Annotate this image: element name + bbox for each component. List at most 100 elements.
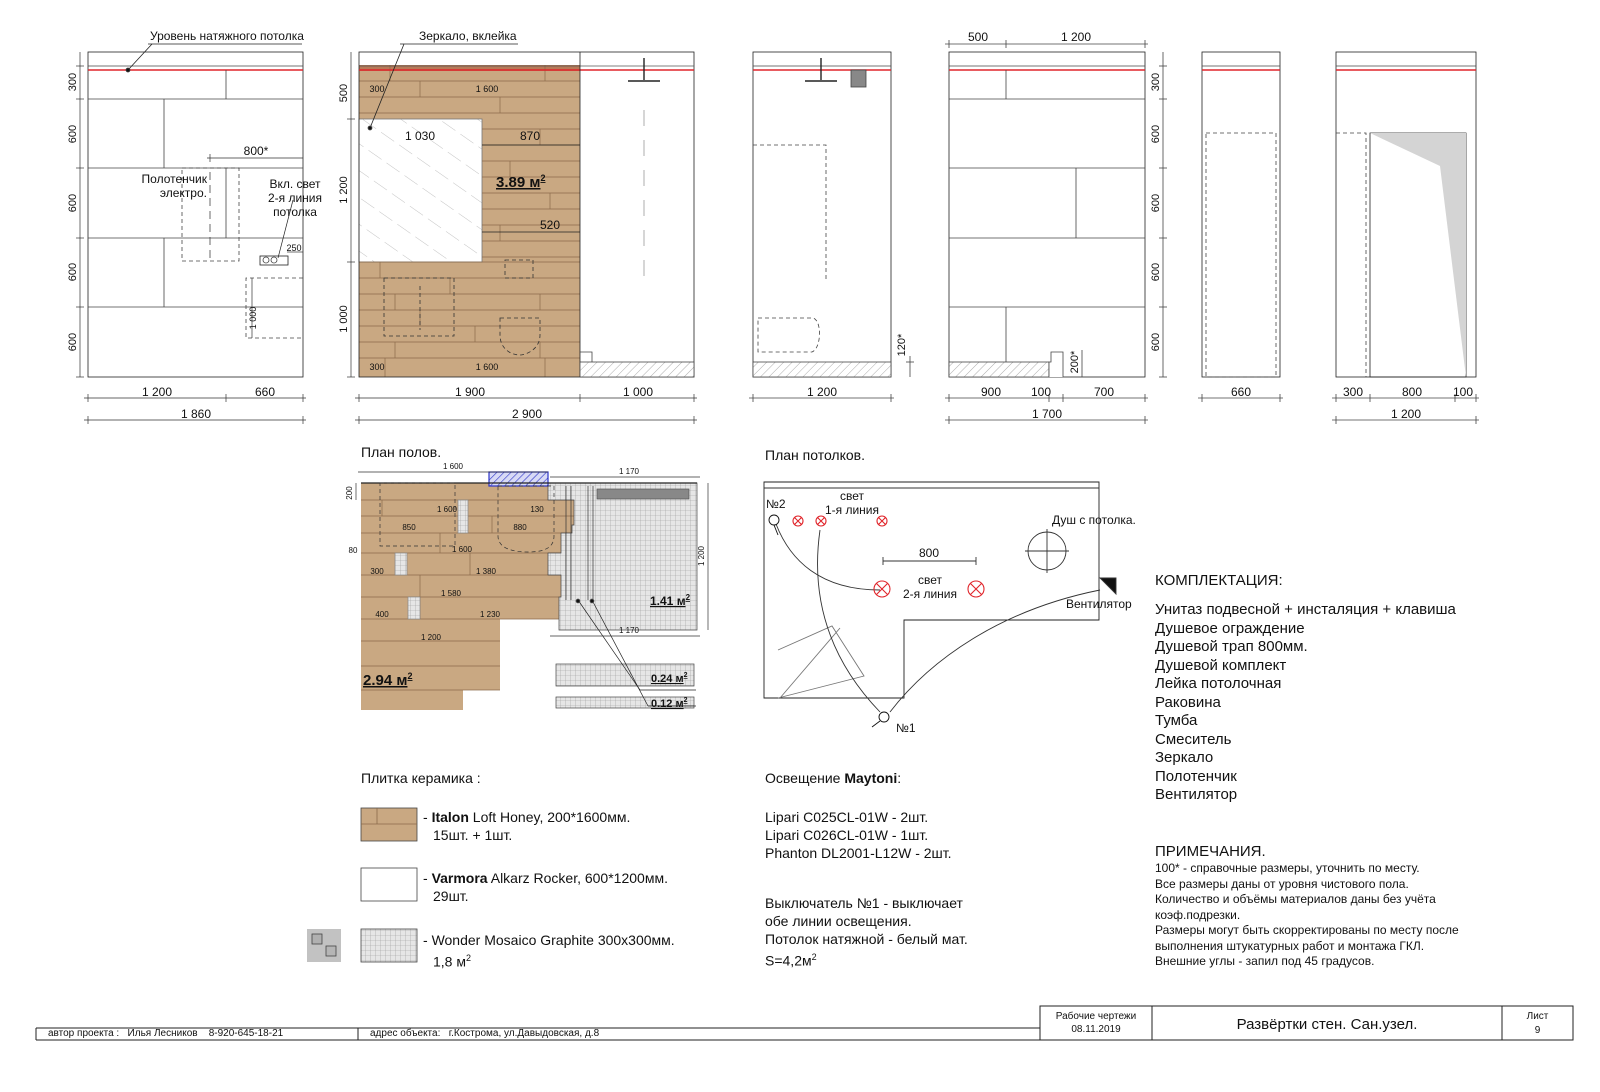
dim-e2-1000: 1 000 (623, 385, 653, 399)
dim-fp-80: 80 (349, 546, 358, 555)
dim-e1-b2: 660 (255, 385, 275, 399)
tile-3-qty-line: 1,8 м2 (423, 949, 675, 971)
elevation-5 (1198, 51, 1283, 402)
dim-e2-h1: 1 200 (338, 176, 350, 204)
doc-type-cell: Рабочие чертежи 08.11.2019 (1040, 1010, 1152, 1036)
area-strip2-text: 0.12 м (651, 698, 684, 710)
light-switch-label-2: 2-я линия (268, 191, 322, 205)
dim-e6-total: 1 200 (1391, 407, 1421, 421)
ceiling-plan (763, 481, 1117, 728)
legend-swatches (307, 807, 418, 963)
sheet-number: 9 (1534, 1025, 1541, 1036)
dim-fp-r1-1600: 1 600 (437, 505, 458, 514)
area-wood-sup: 2 (407, 671, 412, 681)
towel-label-2: электро. (160, 186, 207, 200)
author-name: Илья Лесников (127, 1028, 198, 1039)
dim-e4-1200top: 1 200 (1061, 30, 1091, 44)
remark-line: Размеры могут быть скорректированы по ме… (1155, 923, 1459, 937)
shower-from-ceiling: Душ с потолка. (1052, 513, 1136, 527)
kit-item: Зеркало (1155, 749, 1214, 766)
dim-e2-300a: 300 (369, 84, 384, 94)
tile-3-qty: 1,8 м (433, 953, 466, 970)
dim-e1-h0: 300 (67, 73, 79, 91)
dim-e2-1900: 1 900 (455, 385, 485, 399)
dim-e4-200: 200* (1069, 350, 1081, 373)
kit-item: Душевой комплект (1155, 656, 1287, 674)
area-strip1: 0.24 м2 (651, 672, 688, 685)
floor-plan-title: План полов. (361, 444, 442, 460)
kit-item: Лейка потолочная (1155, 675, 1282, 692)
dim-fp-1170b: 1 170 (619, 626, 640, 635)
dimension-text: 300 600 600 600 600 1 200 660 1 860 800*… (67, 30, 1473, 642)
ceiling-area-sup: 2 (811, 952, 817, 962)
dim-e2-300b: 300 (369, 362, 384, 372)
remark-line: Внешние углы - запил под 45 градусов. (1155, 954, 1375, 968)
light-switch-label-1: Вкл. свет (269, 177, 321, 191)
lighting-note: Потолок натяжной - белый мат. (765, 931, 968, 947)
lighting-brand: Maytoni (844, 770, 898, 786)
floor-plan (355, 471, 709, 710)
dim-e4-700: 700 (1094, 385, 1114, 399)
kit-item: Душевой трап 800мм. (1155, 638, 1308, 655)
dim-e2-870: 870 (520, 129, 540, 143)
kit-item: Раковина (1155, 693, 1221, 711)
dim-e4-500: 500 (968, 30, 988, 44)
dim-fp-1200: 1 200 (697, 545, 706, 566)
area-labels: 3.89 м2 2.94 м2 1.41 м2 0.24 м2 0.12 м2 (363, 173, 691, 710)
dim-fp-200: 200 (345, 486, 354, 500)
dim-e2-total: 2 900 (512, 407, 542, 421)
dim-e1-800: 800* (244, 144, 269, 158)
elevation-4 (945, 40, 1167, 424)
dim-fp-1600: 1 600 (443, 462, 464, 471)
lighting-heading-suffix: : (897, 770, 902, 786)
area-strip1-text: 0.24 м (651, 673, 684, 685)
kit-item: Полотенчик (1155, 767, 1237, 785)
dim-e2-520: 520 (540, 218, 560, 232)
dim-e4-h3: 600 (1150, 263, 1162, 281)
elevation-1-dims (76, 52, 306, 424)
dim-e5-660: 660 (1231, 385, 1251, 399)
area-wall-sup: 2 (540, 173, 545, 183)
dim-e1-total: 1 860 (181, 407, 211, 421)
dim-cp-800: 800 (919, 546, 939, 560)
dim-fp-r5-1200: 1 200 (421, 633, 442, 642)
kit-item: Душевое ограждение (1155, 619, 1305, 637)
lighting-item: Phanton DL2001-L12W - 2шт. (765, 845, 952, 861)
area-strip1-sup: 2 (684, 672, 688, 679)
lighting-item: Lipari C026CL-01W - 1шт. (765, 827, 929, 843)
tile-1-qty: 15шт. + 1шт. (433, 827, 513, 843)
tile-item-2: - Varmora Alkarz Rocker, 600*1200мм. 29ш… (423, 869, 668, 905)
dim-e3-120: 120* (896, 333, 908, 356)
light-line1-a: свет (840, 489, 865, 503)
doc-date: 08.11.2019 (1071, 1024, 1121, 1035)
kit-item: Унитаз подвесной + инсталяция + клавиша (1155, 601, 1456, 618)
sheet-no-cell: Лист 9 (1502, 1010, 1573, 1038)
elevation-6 (1332, 51, 1479, 424)
dim-fp-300: 300 (370, 567, 384, 576)
lighting-list: Lipari C025CL-01W - 2шт. Lipari C026CL-0… (765, 808, 952, 862)
area-mosaic-sup: 2 (686, 593, 691, 602)
lighting-heading-prefix: Освещение (765, 770, 845, 786)
dim-e4-h4: 600 (1150, 333, 1162, 351)
dim-e6-100: 100 (1453, 385, 1473, 399)
kit-item: Тумба (1155, 712, 1198, 729)
tile-3-dash: - (423, 932, 432, 948)
ceiling-plan-title: План потолков. (765, 447, 865, 463)
area-strip2-sup: 2 (684, 697, 688, 704)
author-label: автор проекта : (48, 1028, 120, 1039)
dim-e6-800: 800 (1402, 385, 1422, 399)
dim-fp-1170a: 1 170 (619, 467, 640, 476)
tile-3-line: - Wonder Mosaico Graphite 300x300мм. (423, 931, 675, 949)
ceiling-area: S=4,2м (765, 952, 812, 969)
switch-no1: №1 (896, 721, 916, 735)
dim-e1-h1: 600 (67, 125, 79, 143)
area-mosaic: 1.41 м2 (650, 593, 691, 608)
tile-1-brand: Italon (431, 809, 469, 825)
area-wall: 3.89 м2 (496, 173, 545, 191)
dim-fp-400: 400 (375, 610, 389, 619)
dim-e1-h3: 600 (67, 263, 79, 281)
address-cell: адрес объекта: г.Кострома, ул.Давыдовска… (370, 1028, 599, 1040)
tile-1-dash: - (423, 809, 432, 825)
